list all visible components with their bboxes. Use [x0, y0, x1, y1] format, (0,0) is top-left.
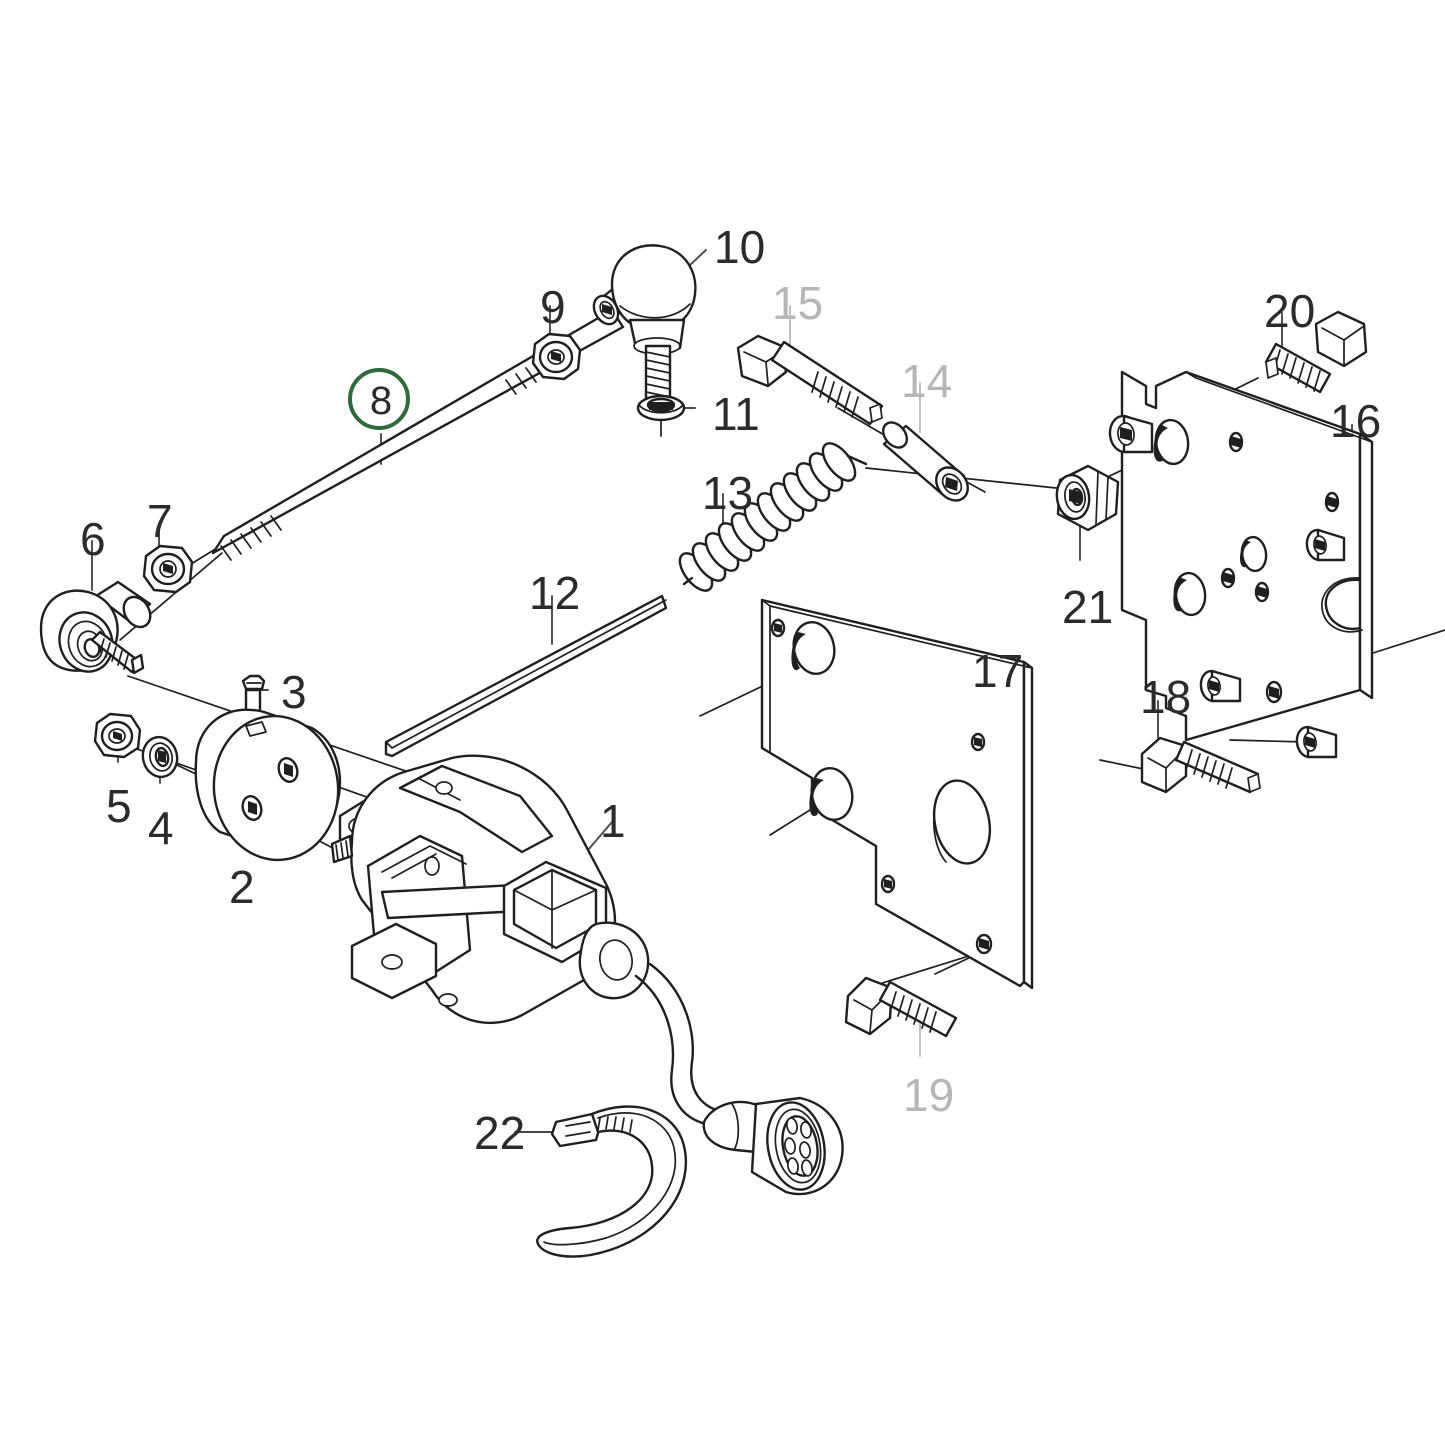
- part-6-ball-joint-end: [39, 580, 152, 675]
- part-12-flat-bar-link: [384, 594, 668, 758]
- callout-15[interactable]: 15: [772, 277, 824, 329]
- callout-11[interactable]: 11: [712, 388, 760, 440]
- callout-19[interactable]: 19: [903, 1069, 955, 1121]
- part-18-hex-bolt: [1140, 736, 1261, 794]
- part-20-hex-head-bolt: [1264, 310, 1368, 394]
- callout-18[interactable]: 18: [1140, 671, 1192, 723]
- callout-17[interactable]: 17: [972, 645, 1024, 697]
- part-2-round-disc: [194, 708, 342, 862]
- part-21-grommet-bushing: [1055, 464, 1120, 532]
- part-19-hex-bolt: [844, 976, 958, 1038]
- callout-5[interactable]: 5: [106, 780, 132, 832]
- part-15-hex-bolt: [736, 334, 884, 426]
- callout-6[interactable]: 6: [80, 513, 106, 565]
- part-7-hex-lock-nut: [142, 544, 194, 594]
- part-1-actuator-body: [330, 754, 650, 1025]
- part-10-ball-stud-joint: [592, 244, 697, 406]
- callout-8-label: 8: [369, 378, 393, 423]
- callout-1[interactable]: 1: [600, 795, 626, 847]
- highlight-ring-icon: [348, 368, 410, 430]
- callout-7[interactable]: 7: [147, 495, 173, 547]
- callout-22[interactable]: 22: [474, 1107, 526, 1159]
- part-22-cable-tie: [536, 1105, 688, 1258]
- part-17-mounting-plate: [760, 598, 1034, 990]
- callout-14[interactable]: 14: [901, 355, 953, 407]
- callout-20[interactable]: 20: [1264, 285, 1316, 337]
- callout-8-highlighted[interactable]: 8: [348, 368, 418, 438]
- callout-12[interactable]: 12: [529, 567, 581, 619]
- part-16-main-bracket: [1108, 370, 1374, 759]
- callout-16[interactable]: 16: [1330, 395, 1382, 447]
- part-9-hex-lock-nut: [531, 332, 582, 381]
- part-5-hex-nut: [93, 712, 142, 759]
- motor-cable-and-connector: [634, 962, 844, 1196]
- callout-2[interactable]: 2: [229, 861, 255, 913]
- part-13-coil-spring: [678, 442, 868, 592]
- callout-9[interactable]: 9: [540, 281, 566, 333]
- part-14-spacer-sleeve: [881, 421, 969, 502]
- callout-4[interactable]: 4: [148, 802, 174, 854]
- callout-3[interactable]: 3: [281, 666, 307, 718]
- part-4-flat-washer: [141, 735, 179, 779]
- callout-13[interactable]: 13: [702, 467, 754, 519]
- callout-10[interactable]: 10: [714, 221, 766, 273]
- part-11-lock-washer: [636, 394, 686, 422]
- callout-21[interactable]: 21: [1062, 581, 1114, 633]
